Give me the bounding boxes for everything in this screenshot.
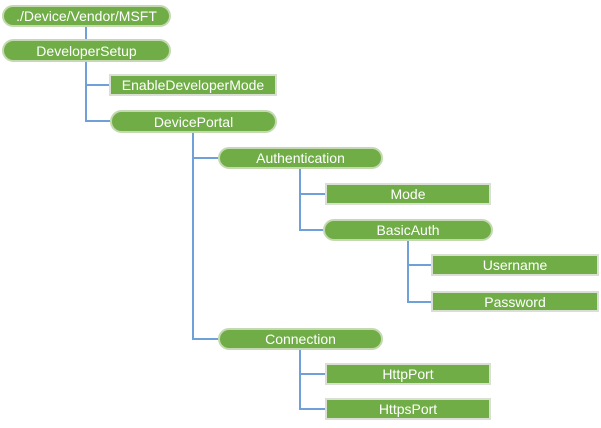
connector-deviceportal-trunk — [192, 132, 194, 339]
connector-branch-basicauth — [299, 229, 323, 231]
node-connection: Connection — [218, 328, 383, 350]
node-deviceportal: DevicePortal — [110, 110, 277, 133]
connector-branch-username — [407, 264, 431, 266]
connector-branch-httpsport — [299, 408, 325, 410]
node-enabledevelopermode: EnableDeveloperMode — [109, 74, 277, 96]
node-mode: Mode — [325, 183, 491, 205]
node-device-vendor-msft: ./Device/Vendor/MSFT — [2, 5, 171, 27]
node-password: Password — [431, 291, 599, 312]
connector-branch-enabledevelopermode — [85, 84, 109, 86]
node-httpsport: HttpsPort — [325, 398, 491, 420]
node-httpport: HttpPort — [325, 363, 491, 385]
connector-authentication-trunk — [299, 168, 301, 230]
connector-branch-deviceportal — [85, 120, 110, 122]
node-basicauth: BasicAuth — [323, 219, 493, 241]
connector-basicauth-trunk — [407, 240, 409, 302]
connector-branch-mode — [299, 193, 325, 195]
connector-developersetup-trunk — [85, 61, 87, 122]
connector-branch-connection — [192, 338, 218, 340]
connector-branch-authentication — [192, 157, 218, 159]
connector-connection-trunk — [299, 349, 301, 409]
connector-root-developersetup — [85, 27, 87, 39]
node-username: Username — [431, 254, 599, 276]
node-developersetup: DeveloperSetup — [2, 39, 171, 62]
connector-branch-httpport — [299, 373, 325, 375]
connector-branch-password — [407, 301, 431, 303]
node-authentication: Authentication — [218, 147, 383, 169]
